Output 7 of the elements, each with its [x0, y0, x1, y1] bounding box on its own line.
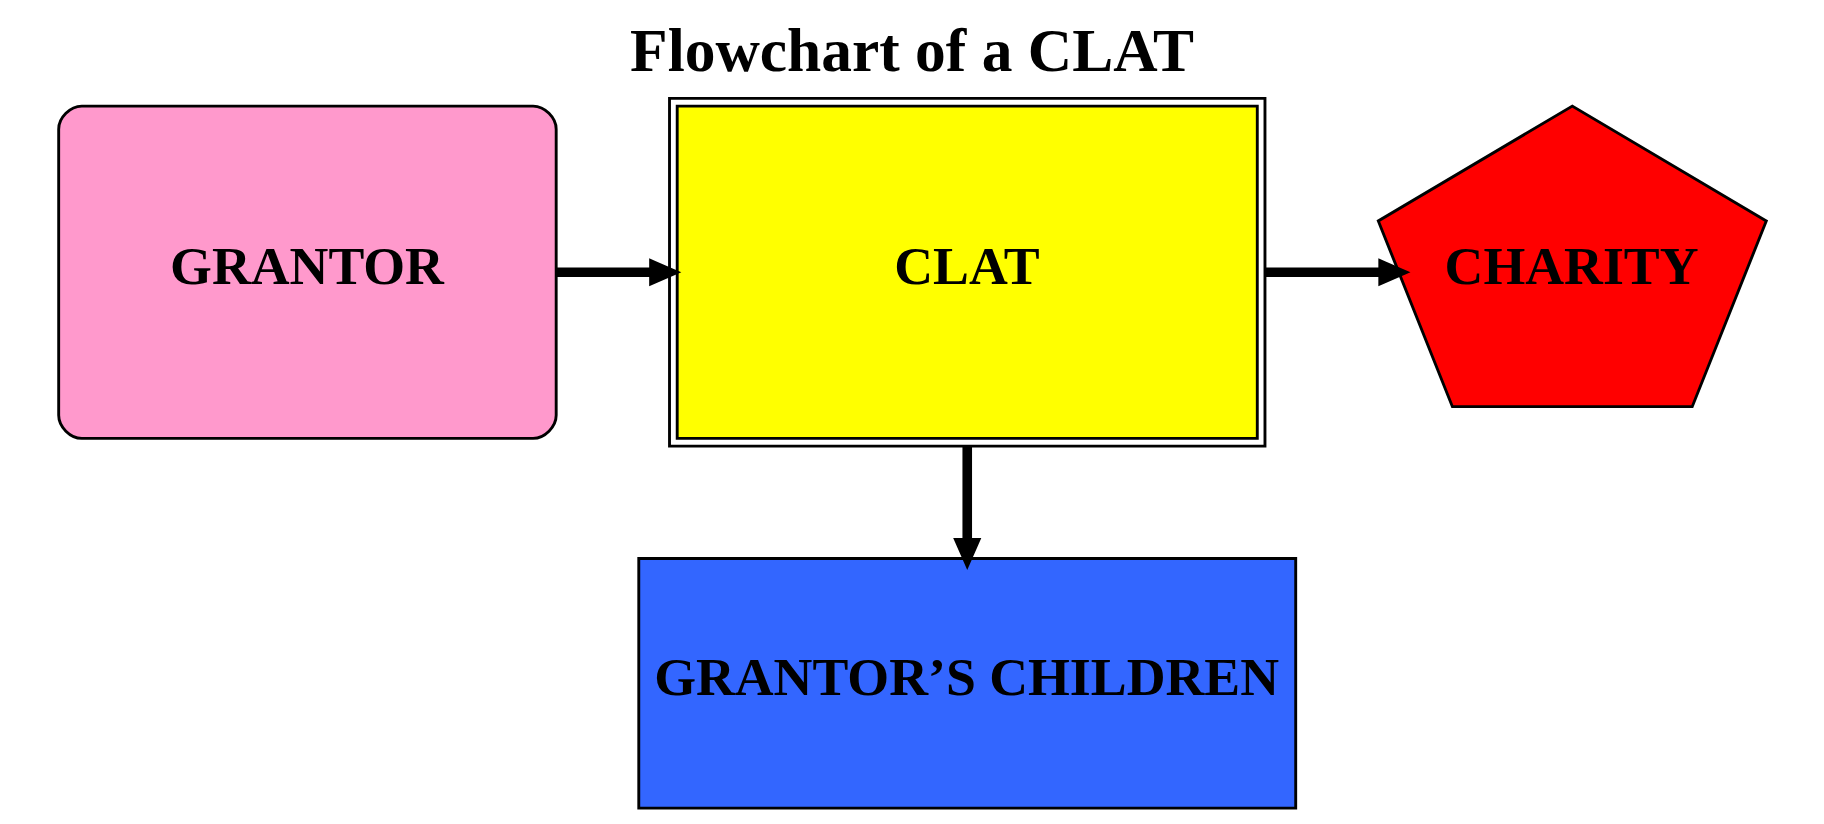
arrow [555, 258, 681, 287]
diagram-title: Flowchart of a CLAT [629, 15, 1194, 84]
node-box: GRANTOR [56, 104, 558, 440]
arrow [952, 446, 981, 571]
node-box: GRANTOR’S CHILDREN [636, 557, 1297, 810]
node-box: CLAT [667, 97, 1266, 448]
arrow [1264, 258, 1410, 287]
